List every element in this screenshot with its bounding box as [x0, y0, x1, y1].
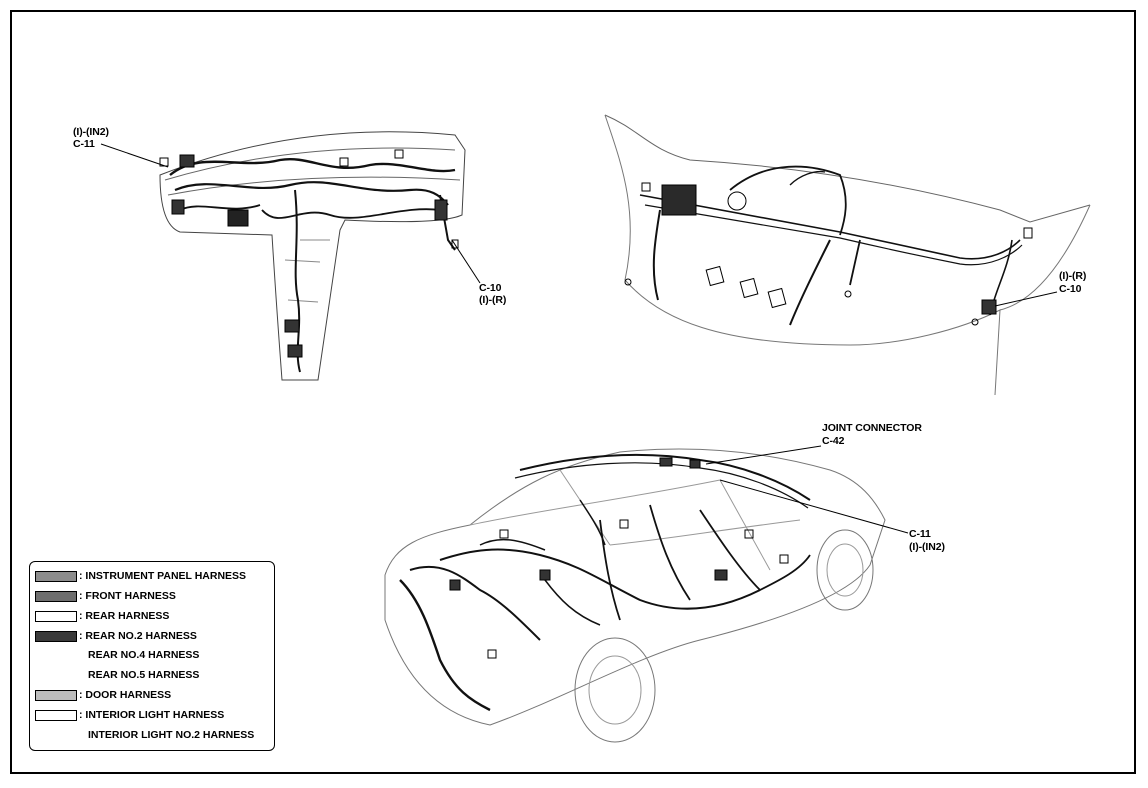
legend-swatch	[35, 630, 77, 642]
car-c11-id: C-11	[909, 528, 931, 540]
legend-swatch	[35, 709, 77, 721]
dash-c10-code: (I)-(R)	[479, 294, 507, 306]
legend-label: : INSTRUMENT PANEL HARNESS	[79, 570, 247, 582]
car-c11-code: (I)-(IN2)	[909, 541, 945, 553]
legend-row: : FRONT HARNESS	[35, 589, 176, 603]
legend-swatch	[35, 610, 77, 622]
legend-row: : INTERIOR LIGHT HARNESS	[35, 708, 224, 722]
legend-row: : INSTRUMENT PANEL HARNESS	[35, 569, 246, 583]
legend-row: REAR NO.5 HARNESS	[35, 668, 199, 682]
legend-label: : DOOR HARNESS	[79, 689, 172, 701]
diagram-frame	[10, 10, 1136, 774]
legend-swatch	[35, 570, 77, 582]
legend-swatch	[35, 590, 77, 602]
dash-c11-id: C-11	[73, 138, 95, 150]
rear-interior-illustration	[604, 114, 1091, 396]
rear-c10-id: C-10	[1059, 283, 1082, 295]
legend-label: INTERIOR LIGHT NO.2 HARNESS	[88, 729, 255, 741]
legend-label: REAR NO.5 HARNESS	[88, 669, 200, 681]
dash-c11-code: (I)-(IN2)	[73, 126, 109, 138]
legend-row: : REAR HARNESS	[35, 609, 169, 623]
joint-connector-id: C-42	[822, 435, 845, 447]
dashboard-illustration	[159, 131, 466, 381]
legend-row: REAR NO.4 HARNESS	[35, 648, 199, 662]
joint-connector-title: JOINT CONNECTOR	[822, 422, 922, 434]
legend-label: REAR NO.4 HARNESS	[88, 649, 200, 661]
legend-label: : FRONT HARNESS	[79, 590, 176, 602]
legend-swatch	[35, 689, 77, 701]
harness-legend: : INSTRUMENT PANEL HARNESS : FRONT HARNE…	[29, 561, 275, 751]
car-illustration	[384, 448, 886, 743]
legend-row: : DOOR HARNESS	[35, 688, 171, 702]
dash-c10-id: C-10	[479, 282, 502, 294]
legend-label: : REAR HARNESS	[79, 610, 170, 622]
legend-row: INTERIOR LIGHT NO.2 HARNESS	[35, 728, 254, 742]
rear-c10-code: (I)-(R)	[1059, 270, 1087, 282]
legend-label: : INTERIOR LIGHT HARNESS	[79, 709, 225, 721]
legend-label: : REAR NO.2 HARNESS	[79, 630, 197, 642]
legend-row: : REAR NO.2 HARNESS	[35, 629, 197, 643]
